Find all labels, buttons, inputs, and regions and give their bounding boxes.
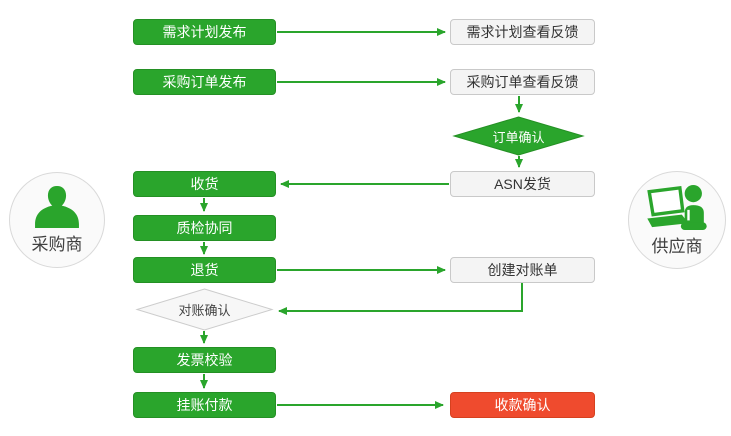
actor-supplier: 供应商: [628, 171, 726, 269]
node-po-publish: 采购订单发布: [133, 69, 276, 95]
node-po-feedback: 采购订单查看反馈: [450, 69, 595, 95]
node-quality-collab: 质检协同: [133, 215, 276, 241]
node-create-statement: 创建对账单: [450, 257, 595, 283]
node-asn-ship: ASN发货: [450, 171, 595, 197]
node-demand-plan-feedback: 需求计划查看反馈: [450, 19, 595, 45]
node-return-goods: 退货: [133, 257, 276, 283]
node-receipt-confirm: 收款确认: [450, 392, 595, 418]
arrow-statement-to-confirm: [278, 283, 523, 315]
node-pending-payment: 挂账付款: [133, 392, 276, 418]
buyer-person-icon: [35, 185, 79, 228]
node-statement-confirm: 对账确认: [135, 288, 274, 331]
diamond-shape: [452, 116, 585, 156]
node-demand-plan-publish: 需求计划发布: [133, 19, 276, 45]
node-invoice-verify: 发票校验: [133, 347, 276, 373]
actor-supplier-label: 供应商: [651, 236, 703, 256]
actor-buyer: 采购商: [9, 172, 105, 268]
actor-buyer-label: 采购商: [31, 234, 83, 254]
node-receive-goods: 收货: [133, 171, 276, 197]
diamond-shape: [135, 288, 274, 331]
node-order-confirm-label: 订单确认: [492, 129, 545, 145]
node-order-confirm: 订单确认: [452, 116, 585, 156]
node-statement-confirm-label: 对账确认: [178, 303, 231, 318]
supplier-person-laptop-icon: [647, 184, 707, 230]
